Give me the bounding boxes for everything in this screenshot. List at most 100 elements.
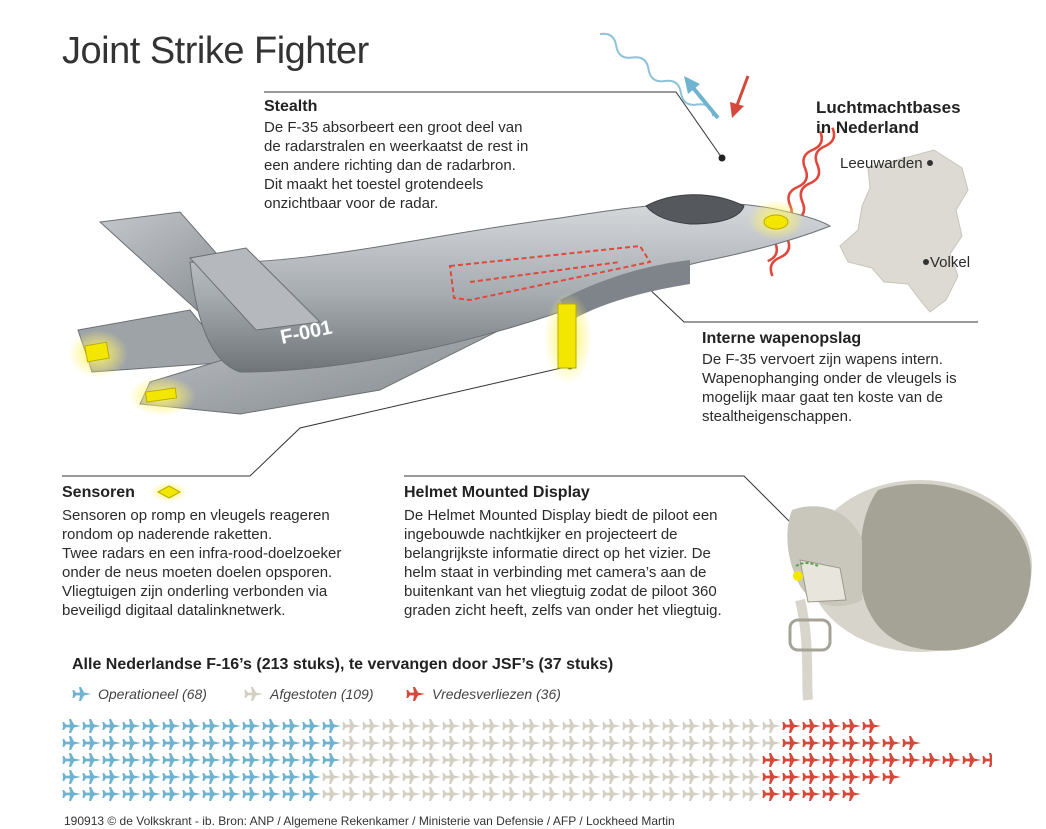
fleet-jet bbox=[542, 719, 561, 733]
fleet-jet bbox=[582, 719, 601, 733]
fleet-jet bbox=[342, 736, 361, 750]
fleet-jet bbox=[122, 736, 141, 750]
fleet-jet bbox=[142, 719, 161, 733]
fleet-jet bbox=[642, 753, 661, 767]
fleet-jet bbox=[862, 770, 881, 784]
fleet-jet bbox=[322, 770, 341, 784]
sensors-line: rondom op naderende raketten. bbox=[62, 526, 273, 543]
operational-jet-icon bbox=[72, 687, 91, 701]
fleet-jet bbox=[622, 787, 641, 801]
fleet-jet bbox=[562, 719, 581, 733]
fleet-jet bbox=[122, 787, 141, 801]
fleet-jet bbox=[222, 736, 241, 750]
fleet-jet bbox=[702, 736, 721, 750]
fleet-jet bbox=[682, 753, 701, 767]
fleet-jet bbox=[782, 736, 801, 750]
fleet-jet bbox=[762, 753, 781, 767]
fleet-jet bbox=[162, 753, 181, 767]
fleet-jet bbox=[122, 753, 141, 767]
sensors-line: Vliegtuigen zijn onderling verbonden via bbox=[62, 583, 328, 600]
fleet-jet bbox=[502, 719, 521, 733]
fleet-jet bbox=[822, 719, 841, 733]
stealth-heading: Stealth bbox=[264, 98, 318, 115]
fleet-jet bbox=[102, 719, 121, 733]
fleet-jet bbox=[342, 719, 361, 733]
sensors-line: Twee radars en een infra-rood-doelzoeker bbox=[62, 545, 342, 562]
fleet-jet bbox=[702, 753, 721, 767]
helmet-line: helm staat in verbinding met camera’s aa… bbox=[404, 564, 707, 581]
fleet-jet bbox=[902, 736, 921, 750]
fleet-jet bbox=[262, 736, 281, 750]
fleet-jet bbox=[142, 770, 161, 784]
sensors-callout: Sensoren Sensoren op romp en vleugels re… bbox=[62, 484, 392, 620]
fleet-jet bbox=[542, 787, 561, 801]
fleet-jet bbox=[582, 753, 601, 767]
fleet-jet bbox=[482, 787, 501, 801]
fleet-jet bbox=[402, 719, 421, 733]
fleet-jet bbox=[722, 787, 741, 801]
fleet-jet bbox=[362, 753, 381, 767]
fleet-jet bbox=[342, 753, 361, 767]
fleet-jet bbox=[782, 753, 801, 767]
fleet-jet bbox=[422, 787, 441, 801]
base-label-volkel: Volkel bbox=[930, 254, 971, 271]
fleet-jet bbox=[442, 736, 461, 750]
fleet-jet bbox=[82, 787, 101, 801]
fleet-jet bbox=[562, 787, 581, 801]
fleet-jet bbox=[82, 736, 101, 750]
fleet-jet bbox=[402, 753, 421, 767]
fleet-jet bbox=[62, 719, 81, 733]
fleet-jet bbox=[582, 770, 601, 784]
fleet-jet bbox=[302, 753, 321, 767]
fleet-jet bbox=[82, 753, 101, 767]
fleet-jet bbox=[842, 787, 861, 801]
fleet-jet bbox=[502, 753, 521, 767]
fleet-jet bbox=[382, 736, 401, 750]
fleet-jet bbox=[482, 736, 501, 750]
weapons-callout: Interne wapenopslag De F-35 vervoert zij… bbox=[702, 330, 1002, 426]
fleet-jet bbox=[822, 736, 841, 750]
fleet-jet bbox=[962, 753, 981, 767]
fleet-jet bbox=[342, 770, 361, 784]
fleet-jet bbox=[742, 719, 761, 733]
fleet-jet bbox=[722, 770, 741, 784]
retired-jet-icon bbox=[244, 687, 263, 701]
fleet-jet bbox=[362, 770, 381, 784]
stealth-line: Dit maakt het toestel grotendeels bbox=[264, 176, 484, 193]
fleet-jet bbox=[382, 719, 401, 733]
sensors-line: beveiligd digitaal datalinknetwerk. bbox=[62, 602, 286, 619]
fleet-jet bbox=[142, 736, 161, 750]
fleet-jet bbox=[622, 753, 641, 767]
radar-wave-reflected bbox=[599, 32, 715, 117]
fleet-jet bbox=[882, 736, 901, 750]
lost-jet-icon bbox=[406, 687, 425, 701]
fleet-jet bbox=[642, 736, 661, 750]
radar-wave-incoming bbox=[769, 127, 836, 277]
fleet-jet bbox=[382, 770, 401, 784]
fleet-jet bbox=[622, 770, 641, 784]
fleet-jet bbox=[762, 770, 781, 784]
stealth-line: de radarstralen en weerkaatst de rest in bbox=[264, 138, 529, 155]
helmet-callout: Helmet Mounted Display De Helmet Mounted… bbox=[404, 484, 774, 620]
fleet-jet bbox=[542, 770, 561, 784]
fleet-jet bbox=[582, 787, 601, 801]
fleet-jet bbox=[802, 787, 821, 801]
fleet-jet bbox=[862, 736, 881, 750]
fleet-jet bbox=[402, 787, 421, 801]
fleet-jet bbox=[262, 719, 281, 733]
sensors-line: Sensoren op romp en vleugels reageren bbox=[62, 507, 330, 524]
fleet-jet bbox=[442, 787, 461, 801]
fleet-jet bbox=[682, 770, 701, 784]
leeuwarden-marker bbox=[927, 160, 933, 166]
fleet-jet bbox=[102, 770, 121, 784]
fleet-jet bbox=[542, 753, 561, 767]
fleet-jet bbox=[322, 736, 341, 750]
fleet-jet bbox=[422, 736, 441, 750]
fleet-jet bbox=[182, 736, 201, 750]
f35-aircraft: F-001 bbox=[68, 194, 832, 416]
fleet-jet bbox=[422, 753, 441, 767]
fleet-jet bbox=[662, 736, 681, 750]
fleet-jet bbox=[202, 753, 221, 767]
fleet-jet bbox=[102, 736, 121, 750]
reflected-arrow-icon bbox=[684, 76, 720, 120]
